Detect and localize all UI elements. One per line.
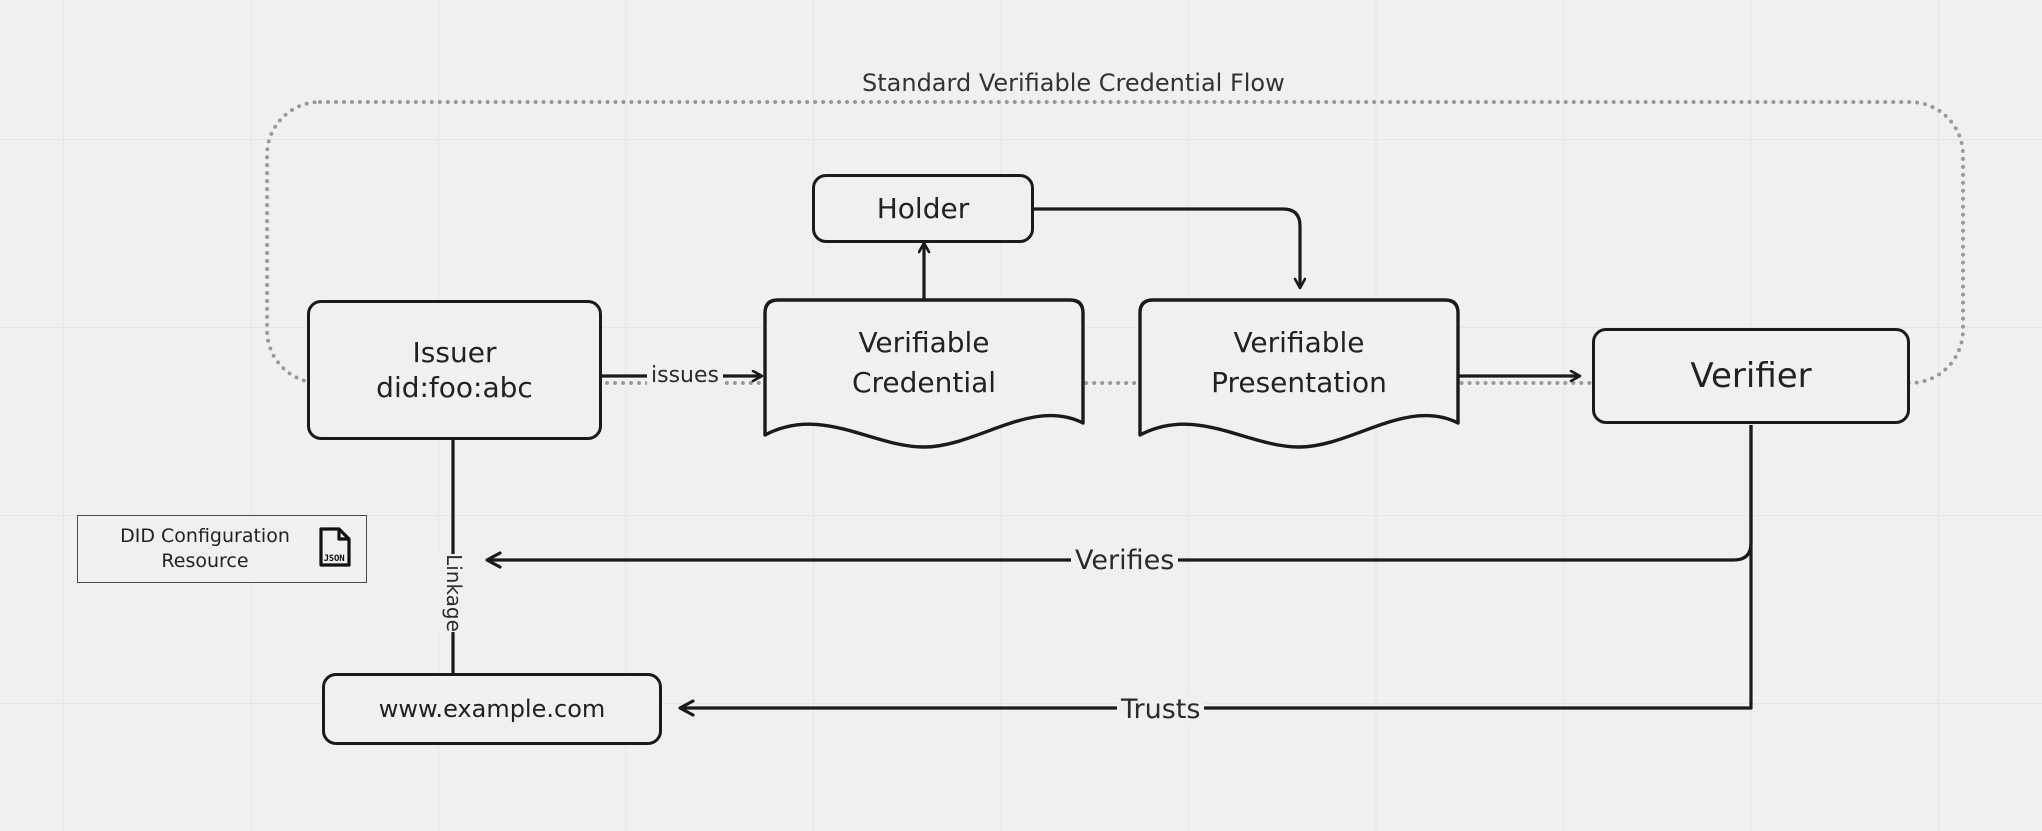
node-did-config-line2: Resource <box>161 550 249 572</box>
json-icon-label: JSON <box>323 554 345 564</box>
node-did-configuration-resource[interactable]: DID Configuration Resource JSON <box>77 515 367 583</box>
node-verifier[interactable]: Verifier <box>1592 328 1910 424</box>
standard-vc-flow-group-frame <box>265 100 1965 385</box>
node-domain[interactable]: www.example.com <box>322 673 662 745</box>
node-holder-label: Holder <box>876 192 970 225</box>
node-issuer-line1: Issuer <box>412 336 497 369</box>
node-did-config-line1: DID Configuration <box>120 525 290 548</box>
group-title: Standard Verifiable Credential Flow <box>862 69 1285 97</box>
node-verifiable-presentation-line2: Presentation <box>1211 366 1387 399</box>
edge-verifier-trusts <box>678 425 1753 717</box>
edge-label-verifies: Verifies <box>1071 545 1179 576</box>
edge-verifier-verifies <box>485 425 1753 569</box>
edge-label-linkage: Linkage <box>437 554 470 632</box>
node-domain-label: www.example.com <box>378 695 606 723</box>
node-verifiable-credential-line2: Credential <box>851 366 997 399</box>
node-verifier-label: Verifier <box>1690 355 1812 396</box>
node-holder[interactable]: Holder <box>812 174 1034 243</box>
edge-label-trusts: Trusts <box>1117 694 1205 725</box>
json-file-icon: JSON <box>318 526 352 572</box>
edge-label-issues: issues <box>647 363 723 388</box>
node-verifiable-credential[interactable]: Verifiable Credential <box>762 297 1086 455</box>
node-verifiable-credential-line1: Verifiable <box>858 326 990 359</box>
node-issuer[interactable]: Issuer did:foo:abc <box>307 300 602 440</box>
node-verifiable-presentation-line1: Verifiable <box>1233 326 1365 359</box>
document-shape-icon <box>763 298 1085 449</box>
document-shape-icon <box>1138 298 1460 449</box>
node-verifiable-presentation[interactable]: Verifiable Presentation <box>1137 297 1461 455</box>
node-issuer-line2: did:foo:abc <box>376 371 533 404</box>
